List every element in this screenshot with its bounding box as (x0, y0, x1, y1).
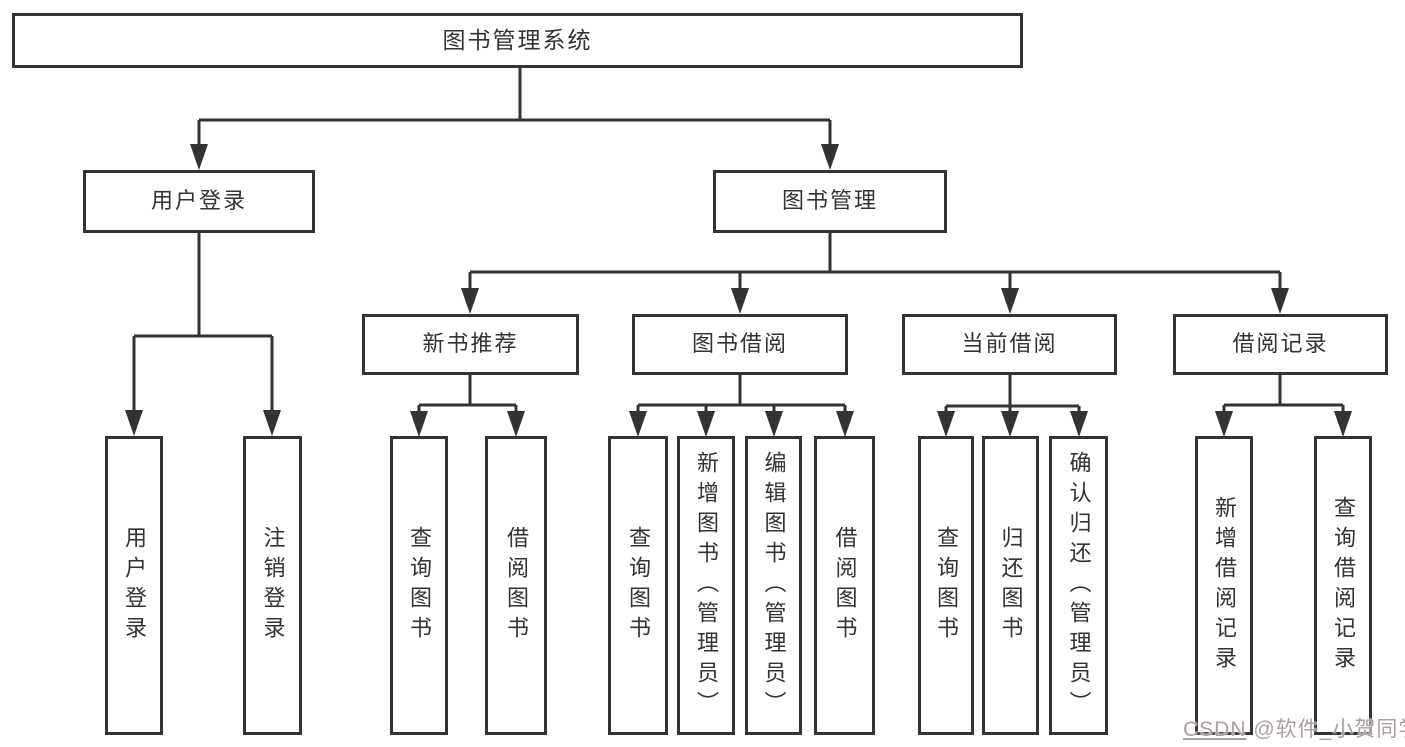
leaf-label: 查询图书 (407, 525, 432, 646)
diagram-node-current-borrowing: 当前借阅 (902, 314, 1117, 375)
connector-borrow-record-branch (1222, 375, 1345, 412)
diagram-leaf-return-book: 归还图书 (982, 436, 1039, 735)
csdn-watermark: CSDN @软件_小贺同学 (1183, 713, 1405, 743)
leaf-label: 新增图书（管理员） (694, 450, 719, 721)
diagram-leaf-borrow-books-2: 借阅图书 (814, 436, 875, 735)
diagram-leaf-add-book-admin: 新增图书（管理员） (677, 436, 735, 735)
arrowhead (410, 411, 428, 437)
arrowhead (697, 411, 715, 437)
diagram-leaf-query-books-2: 查询图书 (608, 436, 668, 735)
leaf-label: 用户登录 (122, 525, 147, 646)
connector-root-to-level2 (197, 68, 832, 146)
arrowhead (190, 144, 208, 170)
diagram-leaf-borrow-books-1: 借阅图书 (485, 436, 547, 735)
diagram-leaf-query-books-3: 查询图书 (918, 436, 974, 735)
arrowhead (263, 410, 281, 436)
arrowhead (821, 144, 839, 170)
connector-book-mgmt-branch (468, 233, 1282, 289)
arrowhead (461, 288, 479, 314)
arrowhead (836, 411, 854, 437)
leaf-label: 确认归还（管理员） (1066, 450, 1092, 721)
leaf-label: 编辑图书（管理员） (761, 450, 787, 721)
connector-current-borrow-branch (944, 375, 1081, 412)
arrowhead (1334, 411, 1352, 437)
arrowhead (1001, 288, 1019, 314)
arrowhead (1215, 411, 1233, 437)
diagram-node-borrow-records: 借阅记录 (1173, 314, 1388, 375)
connector-book-borrow-branch (636, 375, 847, 412)
connector-user-login-branch (132, 233, 274, 411)
arrowhead (1001, 411, 1019, 437)
diagram-leaf-query-borrow-record: 查询借阅记录 (1314, 436, 1372, 735)
diagram-node-book-management: 图书管理 (713, 170, 947, 233)
leaf-label: 新增借阅记录 (1212, 495, 1237, 676)
diagram-leaf-confirm-return-admin: 确认归还（管理员） (1049, 436, 1108, 735)
diagram-leaf-user-login: 用户登录 (105, 436, 163, 735)
arrowhead (937, 411, 955, 437)
diagram-node-root: 图书管理系统 (12, 13, 1023, 68)
connector-new-book-branch (417, 375, 518, 412)
leaf-label: 查询图书 (626, 525, 651, 646)
arrowhead (125, 410, 143, 436)
arrowhead (1271, 288, 1289, 314)
diagram-node-user-login: 用户登录 (83, 170, 315, 233)
leaf-label: 查询借阅记录 (1331, 495, 1356, 676)
diagram-leaf-edit-book-admin: 编辑图书（管理员） (745, 436, 802, 735)
diagram-leaf-query-books-1: 查询图书 (390, 436, 448, 735)
diagram-node-new-book-recommend: 新书推荐 (362, 314, 579, 375)
arrowhead (765, 411, 783, 437)
diagram-node-book-borrowing: 图书借阅 (632, 314, 848, 375)
leaf-label: 借阅图书 (504, 525, 529, 646)
diagram-leaf-add-borrow-record: 新增借阅记录 (1195, 436, 1253, 735)
csdn-watermark-site: CSDN (1183, 718, 1247, 741)
leaf-label: 借阅图书 (832, 525, 858, 646)
leaf-label: 查询图书 (934, 525, 959, 646)
csdn-watermark-handle: @软件_小贺同学 (1253, 718, 1405, 741)
diagram-leaf-logout: 注销登录 (243, 436, 302, 735)
arrowhead (507, 411, 525, 437)
arrowhead (629, 411, 647, 437)
leaf-label: 注销登录 (260, 525, 286, 646)
leaf-label: 归还图书 (998, 525, 1024, 646)
arrowhead (731, 288, 749, 314)
arrowhead (1070, 411, 1088, 437)
